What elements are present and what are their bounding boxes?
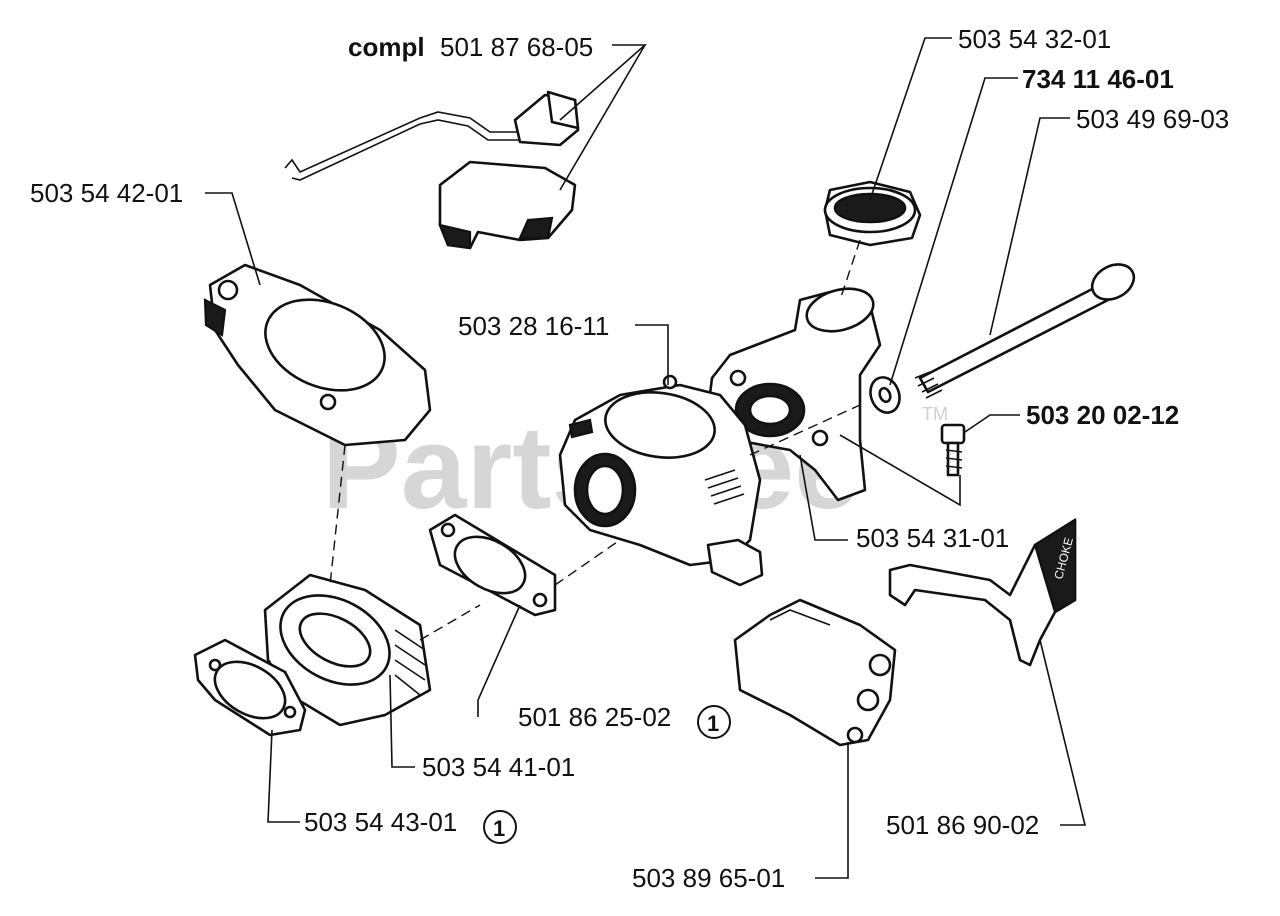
assembly-line: [419, 604, 481, 641]
watermark-tm: TM: [922, 404, 948, 424]
leader-501-86-90-02: [1039, 639, 1087, 826]
assembly-line: [839, 239, 861, 301]
label-compl-prefix: compl: [348, 32, 425, 62]
filter-block: [733, 598, 897, 747]
label-503-54-42-01: 503 54 42-01: [30, 178, 183, 208]
gasket-center: [428, 513, 557, 617]
label-503-49-69-03: 503 49 69-03: [1076, 104, 1229, 134]
label-503-89-65-01: 503 89 65-01: [632, 863, 785, 893]
leader-503-20-02-12: [964, 414, 1020, 433]
carburetor: [558, 374, 764, 587]
label-503-54-41-01: 503 54 41-01: [422, 752, 575, 782]
leader-734-11-46-01: [889, 77, 1018, 386]
assembly-line: [329, 444, 346, 586]
insulator-block: [263, 573, 432, 727]
note-circle: [697, 705, 731, 739]
note-circle: [483, 810, 517, 844]
label-503-54-32-01: 503 54 32-01: [958, 24, 1111, 54]
label-503-28-16-11: 503 28 16-11: [458, 311, 609, 341]
label-503-20-02-12: 503 20 02-12: [1026, 400, 1179, 430]
leader-503-28-16-11: [635, 324, 669, 385]
gasket-outer: [193, 638, 307, 737]
label-501-86-90-02: 501 86 90-02: [886, 810, 1039, 840]
label-compl: compl 501 87 68-05: [348, 32, 593, 62]
small-screw: [940, 423, 966, 477]
label-501-86-25-02: 501 86 25-02: [518, 702, 671, 732]
label-compl-part: 501 87 68-05: [440, 32, 593, 62]
choke-rod-assembly: [284, 90, 580, 250]
leader-503-89-65-01: [815, 742, 849, 879]
leader-503-20-02-12-b: [839, 434, 961, 507]
leader-503-54-42-01: [205, 192, 261, 286]
leader-503-54-32-01: [869, 37, 952, 201]
label-503-54-43-01: 503 54 43-01: [304, 807, 457, 837]
seal-ring: [823, 180, 922, 247]
leader-503-54-43-01: [267, 729, 300, 823]
label-501-86-25-02-group: 501 86 25-02 1: [518, 702, 731, 739]
long-bolt: [914, 263, 1136, 399]
assembly-line: [749, 404, 861, 456]
label-503-54-31-01: 503 54 31-01: [856, 523, 1009, 553]
note-number: 1: [493, 816, 505, 841]
label-503-54-43-01-group: 503 54 43-01 1: [304, 807, 517, 844]
washer: [869, 376, 901, 414]
note-number: 1: [707, 711, 719, 736]
adapter-plate: [203, 263, 432, 447]
label-734-11-46-01: 734 11 46-01: [1022, 64, 1174, 94]
leader-503-49-69-03: [989, 117, 1070, 336]
assembly-line: [554, 539, 621, 586]
leader-503-54-41-01: [389, 674, 415, 768]
intake-elbow: [706, 287, 882, 502]
leader-503-54-31-01: [799, 454, 848, 541]
leader-501-86-25-02: [477, 604, 521, 717]
